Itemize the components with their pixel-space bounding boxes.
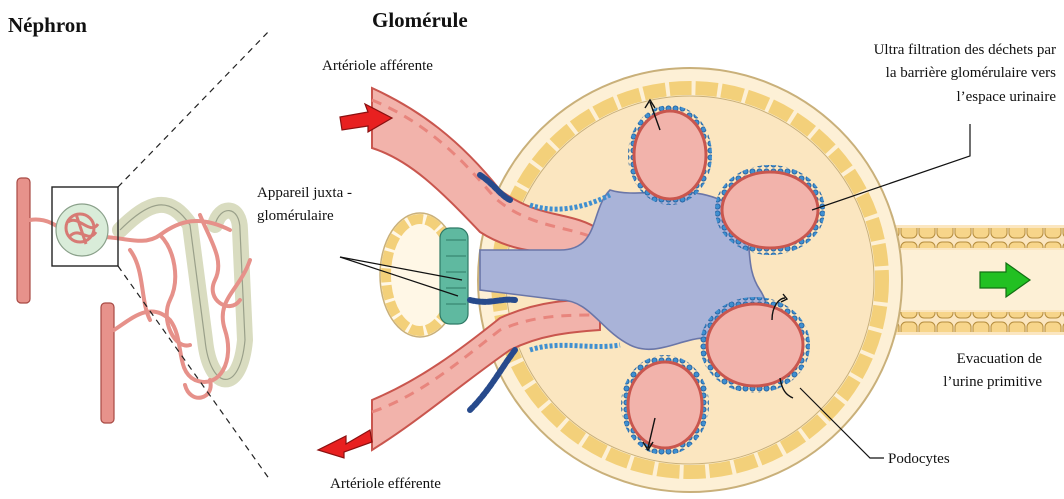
juxta-label-line1: Appareil juxta - xyxy=(257,183,352,203)
evacuation-label-line2: l’urine primitive xyxy=(943,372,1042,392)
ultrafiltration-label-line1: Ultra filtration des déchets par xyxy=(874,40,1056,60)
nephron-title: Néphron xyxy=(8,13,87,38)
renal-vein-vessel xyxy=(101,303,114,423)
evacuation-label-line1: Evacuation de xyxy=(957,349,1042,369)
renal-artery-vessel xyxy=(17,178,30,303)
podocytes-label: Podocytes xyxy=(888,449,950,469)
afferent-label: Artériole afférente xyxy=(322,56,433,76)
ultrafiltration-label-line3: l’espace urinaire xyxy=(956,87,1056,107)
outflow-arrow-icon xyxy=(318,430,372,458)
efferent-label: Artériole efférente xyxy=(330,474,441,494)
glomerule-title: Glomérule xyxy=(372,8,468,33)
ultrafiltration-label-line2: la barrière glomérulaire vers xyxy=(886,63,1056,83)
juxta-label-line2: glomérulaire xyxy=(257,206,334,226)
nephron-illustration xyxy=(17,30,270,480)
